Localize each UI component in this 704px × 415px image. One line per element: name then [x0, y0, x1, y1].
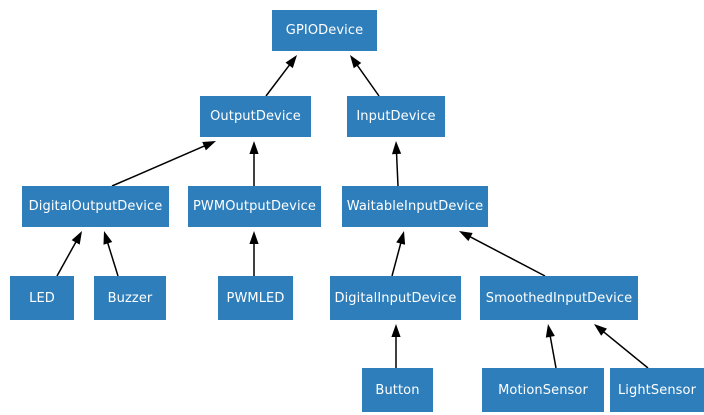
class-node-lightsensor[interactable]: LightSensor	[610, 368, 704, 412]
edge-arrowhead	[202, 141, 216, 151]
class-node-label: GPIODevice	[285, 23, 364, 38]
edge-arrowhead	[594, 324, 607, 336]
inheritance-edge	[391, 324, 401, 368]
inheritance-edge	[391, 141, 402, 187]
inheritance-edge	[545, 324, 557, 369]
class-node-label: MotionSensor	[498, 382, 588, 398]
class-node-label: LED	[29, 290, 55, 306]
edge-arrowhead	[459, 231, 473, 242]
class-node-digitaloutputdevice[interactable]: DigitalOutputDevice	[22, 186, 169, 227]
class-node-inputdevice[interactable]: InputDevice	[347, 96, 445, 137]
edge-line	[56, 240, 78, 277]
class-node-gpiodevice[interactable]: GPIODevice	[272, 10, 377, 51]
edge-line	[395, 151, 399, 187]
class-node-waitableinputdevice[interactable]: WaitableInputDevice	[342, 186, 488, 227]
class-node-outputdevice[interactable]: OutputDevice	[200, 96, 311, 137]
class-node-label: OutputDevice	[210, 109, 301, 124]
class-node-pwmled[interactable]: PWMLED	[218, 276, 293, 320]
edge-line	[111, 144, 207, 187]
class-node-label: WaitableInputDevice	[346, 199, 484, 214]
edge-arrowhead	[391, 324, 401, 337]
edge-line	[468, 235, 546, 277]
inheritance-edge	[594, 324, 649, 369]
edge-arrowhead	[350, 55, 362, 69]
edge-arrowhead	[103, 231, 113, 245]
inheritance-edge	[249, 141, 259, 186]
edge-arrowhead	[249, 231, 259, 244]
inheritance-edge	[391, 231, 406, 277]
class-node-label: DigitalOutputDevice	[28, 199, 163, 214]
edge-arrowhead	[396, 231, 406, 245]
class-node-pwmoutputdevice[interactable]: PWMOutputDevice	[188, 186, 321, 227]
edge-line	[391, 241, 402, 277]
edge-line	[355, 63, 380, 97]
class-node-label: PWMOutputDevice	[192, 199, 317, 214]
edge-arrowhead	[249, 141, 259, 154]
inheritance-edge	[350, 55, 380, 97]
inheritance-edge	[56, 231, 82, 277]
class-node-label: Buzzer	[107, 290, 153, 306]
class-node-led[interactable]: LED	[10, 276, 74, 320]
inheritance-edge	[459, 231, 546, 277]
inheritance-edge	[111, 141, 216, 187]
edge-arrowhead	[285, 55, 297, 69]
class-node-label: InputDevice	[356, 109, 436, 124]
class-node-button[interactable]: Button	[362, 368, 433, 412]
inheritance-edge	[265, 55, 297, 97]
class-node-digitalinputdevice[interactable]: DigitalInputDevice	[330, 276, 461, 320]
class-node-label: Button	[375, 382, 420, 398]
class-node-buzzer[interactable]: Buzzer	[94, 276, 166, 320]
edge-line	[549, 334, 557, 369]
edge-arrowhead	[545, 324, 555, 338]
class-node-motionsensor[interactable]: MotionSensor	[482, 368, 604, 412]
class-node-label: LightSensor	[617, 382, 697, 398]
edge-line	[265, 63, 291, 97]
class-node-label: SmoothedInputDevice	[485, 290, 633, 306]
edge-line	[106, 241, 119, 277]
edge-line	[602, 330, 649, 369]
edge-arrowhead	[71, 231, 82, 245]
inheritance-edge	[103, 231, 119, 277]
class-node-smoothedinputdevice[interactable]: SmoothedInputDevice	[480, 276, 638, 320]
class-node-label: DigitalInputDevice	[334, 290, 457, 306]
edge-arrowhead	[391, 141, 402, 155]
class-node-label: PWMLED	[226, 290, 285, 306]
inheritance-edge	[249, 231, 259, 276]
